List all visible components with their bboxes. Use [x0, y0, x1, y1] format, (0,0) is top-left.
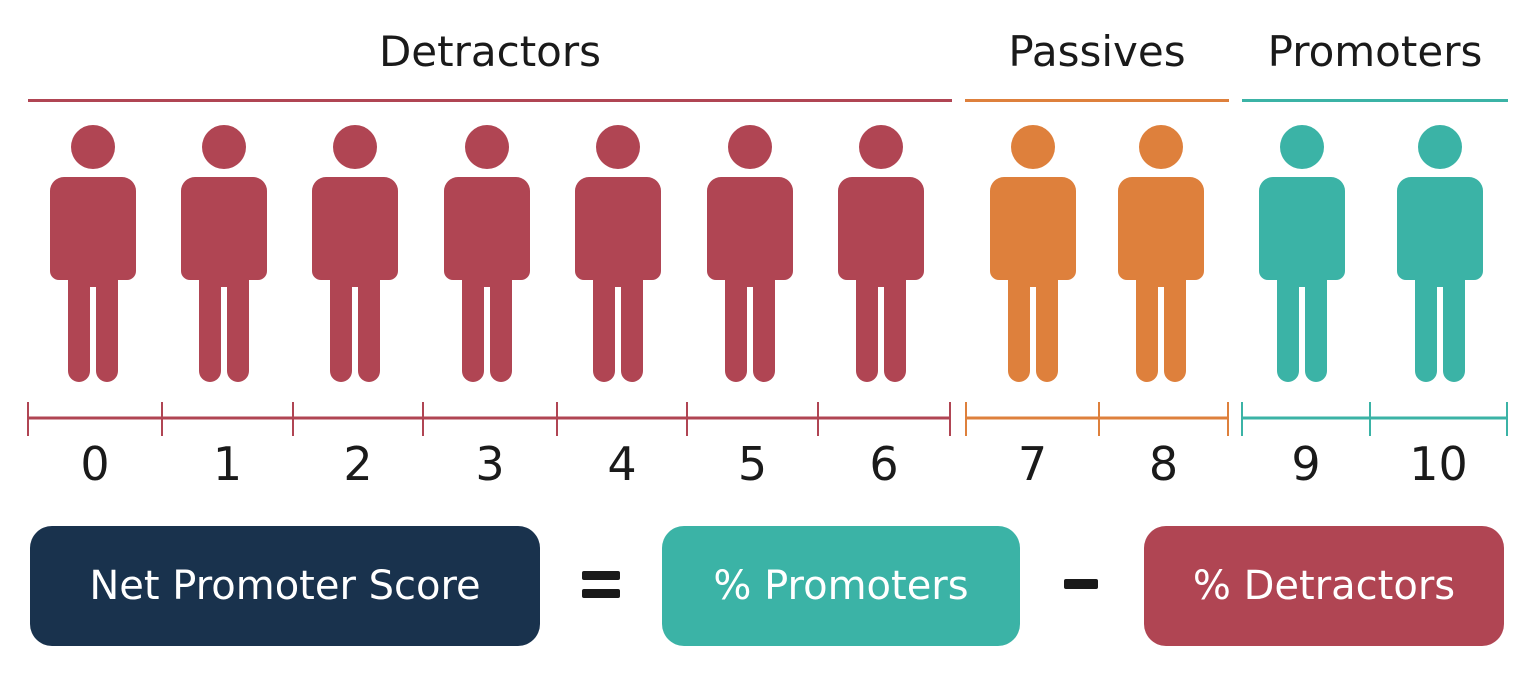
person-head	[333, 125, 377, 169]
person-head	[728, 125, 772, 169]
person-body	[181, 177, 267, 382]
detractors-percent-label: % Detractors	[1192, 563, 1456, 609]
score-label: 7	[1017, 437, 1048, 491]
score-label: 2	[343, 437, 373, 491]
person-body	[1259, 177, 1345, 382]
person-head	[202, 125, 246, 169]
score-label: 9	[1291, 437, 1321, 491]
person-body	[1118, 177, 1204, 382]
person-head	[1418, 125, 1462, 169]
score-label: 5	[737, 437, 768, 491]
person-icon	[312, 125, 398, 382]
score-label: 8	[1148, 437, 1179, 491]
person-head	[859, 125, 903, 169]
promoters-pill: % Promoters	[662, 526, 1020, 646]
score-label: 3	[475, 437, 505, 491]
score-label: 4	[607, 437, 637, 491]
person-icon	[444, 125, 530, 382]
person-body	[575, 177, 661, 382]
person-icon	[50, 125, 136, 382]
person-icon	[838, 125, 924, 382]
person-head	[1139, 125, 1183, 169]
person-body	[707, 177, 793, 382]
score-label: 10	[1409, 437, 1468, 491]
detractors-title: Detractors	[378, 27, 602, 76]
promoters-title: Promoters	[1267, 27, 1483, 76]
score-label: 1	[212, 437, 243, 491]
person-head	[71, 125, 115, 169]
promoters-percent-label: % Promoters	[713, 563, 969, 609]
person-body	[312, 177, 398, 382]
detractors-pill: % Detractors	[1144, 526, 1504, 646]
person-icon	[990, 125, 1076, 382]
person-body	[1397, 177, 1483, 382]
person-head	[596, 125, 640, 169]
minus-icon	[1064, 579, 1098, 589]
person-icon	[1118, 125, 1204, 382]
score-axis	[27, 402, 1508, 436]
passives-rule	[965, 99, 1229, 102]
person-body	[990, 177, 1076, 382]
promoters-rule	[1242, 99, 1508, 102]
score-label: 0	[80, 437, 110, 491]
passives-title: Passives	[1008, 27, 1186, 76]
person-body	[50, 177, 136, 382]
nps-label: Net Promoter Score	[89, 563, 481, 609]
person-icon	[707, 125, 793, 382]
person-head	[1011, 125, 1055, 169]
person-body	[444, 177, 530, 382]
person-head	[1280, 125, 1324, 169]
score-label: 6	[869, 437, 899, 491]
equals-icon	[582, 571, 620, 598]
person-icon	[181, 125, 267, 382]
person-icon	[575, 125, 661, 382]
person-head	[465, 125, 509, 169]
person-icon	[1259, 125, 1345, 382]
person-body	[838, 177, 924, 382]
nps-pill: Net Promoter Score	[30, 526, 540, 646]
detractors-rule	[28, 99, 952, 102]
person-icon	[1397, 125, 1483, 382]
